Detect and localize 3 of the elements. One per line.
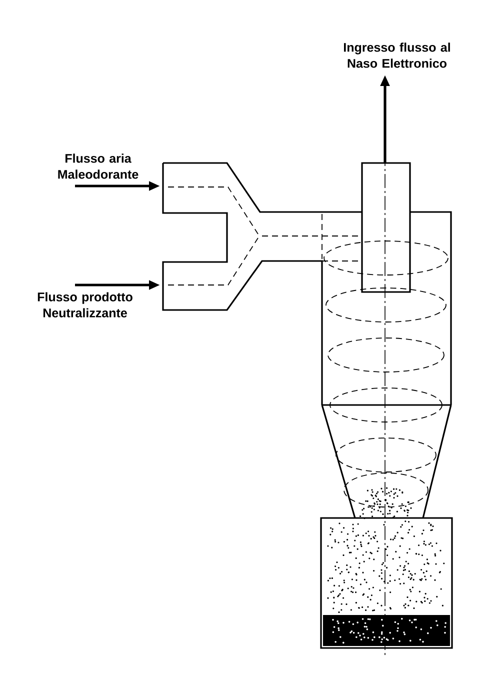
flow-label: Flusso aria Maleodorante: [58, 154, 138, 179]
flow-label: Flusso prodotto Neutralizzante: [38, 292, 132, 318]
flow-label: Ingresso flusso al Naso Elettronico: [344, 42, 450, 68]
